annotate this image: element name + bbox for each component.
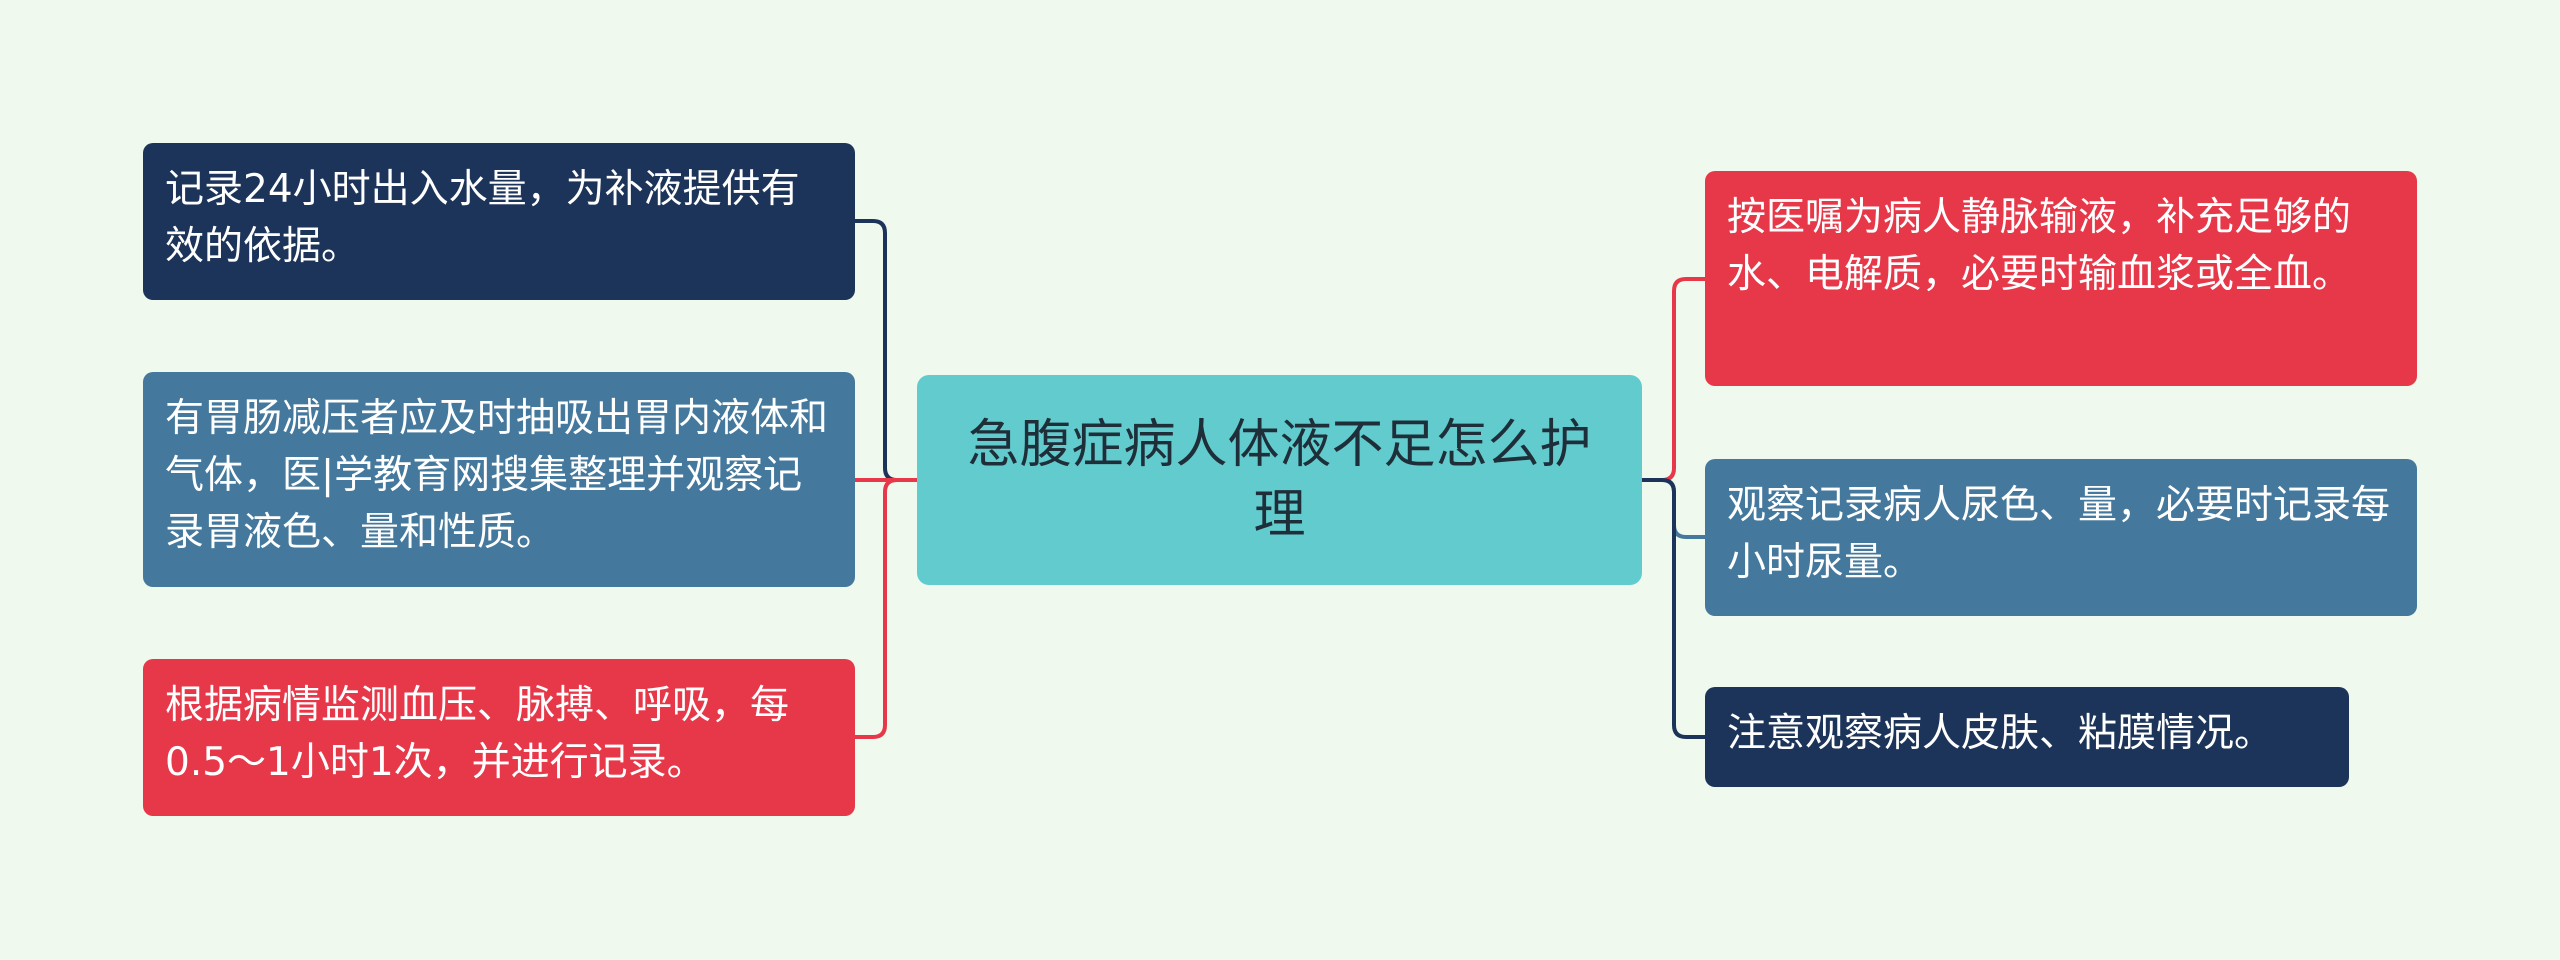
- right-node-3-text: 注意观察病人皮肤、粘膜情况。: [1727, 711, 2274, 756]
- connector-right-3: [1642, 478, 1705, 739]
- right-node-skin-mucosa[interactable]: 注意观察病人皮肤、粘膜情况。: [1705, 687, 2349, 787]
- left-node-monitor-vitals[interactable]: 根据病情监测血压、脉搏、呼吸，每0.5～1小时1次，并进行记录。: [143, 659, 855, 816]
- right-node-1-text: 按医嘱为病人静脉输液，补充足够的水、电解质，必要时输血浆或全血。: [1727, 195, 2352, 297]
- left-node-1-text: 记录24小时出入水量，为补液提供有效的依据。: [165, 167, 800, 269]
- right-node-urine-observation[interactable]: 观察记录病人尿色、量，必要时记录每小时尿量。: [1705, 459, 2417, 616]
- right-node-iv-infusion[interactable]: 按医嘱为病人静脉输液，补充足够的水、电解质，必要时输血浆或全血。: [1705, 171, 2417, 386]
- connector-right-1: [1642, 277, 1705, 482]
- connector-left-1: [855, 219, 917, 482]
- left-node-3-text: 根据病情监测血压、脉搏、呼吸，每0.5～1小时1次，并进行记录。: [165, 683, 790, 785]
- central-topic[interactable]: 急腹症病人体液不足怎么护理: [917, 375, 1642, 585]
- connector-left-3: [855, 478, 917, 739]
- right-node-2-text: 观察记录病人尿色、量，必要时记录每小时尿量。: [1727, 483, 2391, 585]
- central-topic-label: 急腹症病人体液不足怎么护理: [967, 415, 1592, 545]
- left-node-record-intake-output[interactable]: 记录24小时出入水量，为补液提供有效的依据。: [143, 143, 855, 300]
- left-node-2-text: 有胃肠减压者应及时抽吸出胃内液体和气体，医|学教育网搜集整理并观察记录胃液色、量…: [165, 396, 829, 555]
- left-node-gastric-decompression[interactable]: 有胃肠减压者应及时抽吸出胃内液体和气体，医|学教育网搜集整理并观察记录胃液色、量…: [143, 372, 855, 587]
